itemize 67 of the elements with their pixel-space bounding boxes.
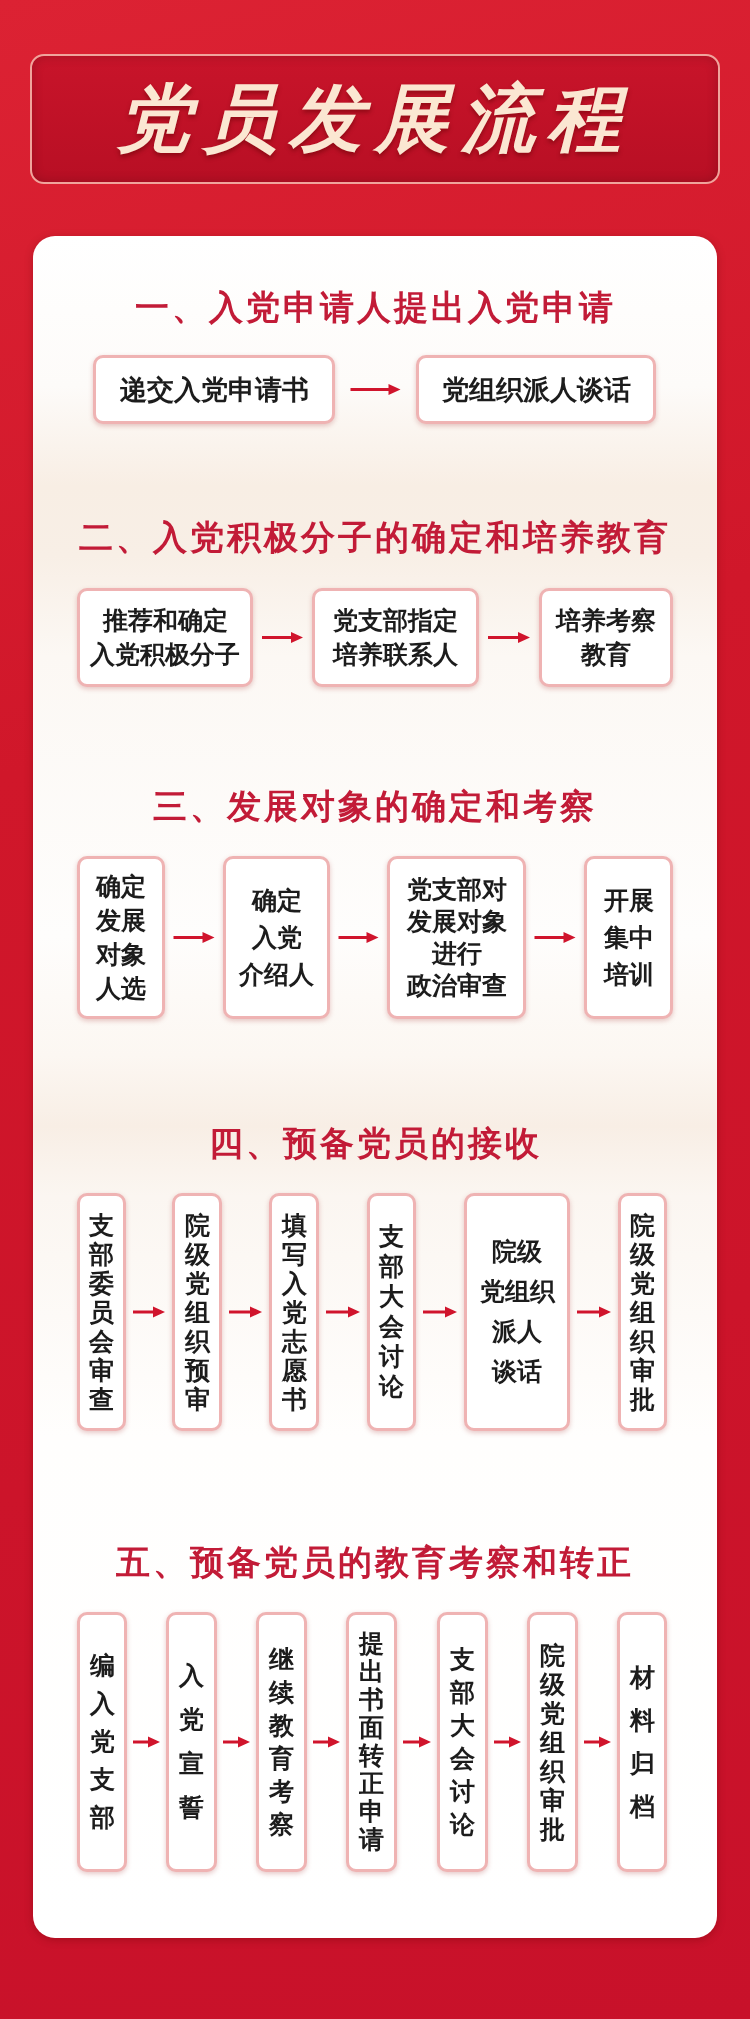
step-text: 党组织派人谈话	[441, 372, 631, 407]
arrow	[313, 1736, 340, 1748]
arrow	[534, 932, 576, 943]
section-heading: 二、入党积极分子的确定和培养教育	[79, 517, 671, 557]
step-text: 支部委员会审查	[89, 1210, 114, 1414]
step-text: 继续教育考察	[269, 1644, 294, 1841]
step-text: 入党宣誓	[179, 1660, 204, 1824]
step-box	[77, 856, 165, 1019]
step-box	[367, 1193, 416, 1431]
step-text: 院级党组织审批	[630, 1210, 655, 1414]
step-box	[437, 1612, 488, 1872]
step-box	[539, 588, 673, 687]
step-text: 填写入党志愿书	[281, 1210, 307, 1414]
step-box	[464, 1193, 570, 1431]
step-text: 培养考察教育	[556, 604, 656, 671]
step-box	[223, 856, 330, 1019]
arrow	[338, 932, 379, 943]
step-text: 确定发展对象人选	[96, 870, 146, 1005]
arrow	[494, 1736, 521, 1748]
arrow	[488, 632, 530, 643]
step-box	[346, 1612, 397, 1872]
step-text: 院级党组织预审	[184, 1210, 210, 1414]
step-text: 推荐和确定入党积极分子	[90, 604, 240, 671]
step-text: 提出书面转正申请	[359, 1630, 384, 1854]
arrow	[133, 1306, 165, 1318]
step-box	[166, 1612, 217, 1872]
arrow	[584, 1736, 611, 1748]
step-box	[77, 1193, 126, 1431]
step-text: 院级党组织审批	[540, 1640, 565, 1844]
arrow	[173, 932, 215, 943]
arrow	[423, 1306, 457, 1318]
step-box	[172, 1193, 222, 1431]
step-text: 院级党组织派人谈话	[479, 1236, 555, 1388]
step-box	[312, 588, 479, 687]
step-box	[256, 1612, 307, 1872]
step-box	[77, 588, 253, 687]
arrow	[133, 1736, 160, 1748]
step-text: 确定入党介绍人	[239, 885, 314, 991]
step-text: 递交入党申请书	[119, 372, 309, 407]
arrow	[577, 1306, 611, 1318]
section-heading: 三、发展对象的确定和考察	[153, 786, 597, 826]
arrow	[262, 632, 303, 643]
step-text: 开展集中培训	[603, 885, 654, 991]
step-box	[527, 1612, 578, 1872]
step-box	[618, 1193, 667, 1431]
section-heading: 五、预备党员的教育考察和转正	[116, 1542, 634, 1582]
step-text: 支部大会讨论	[450, 1644, 475, 1841]
step-text: 材料归档	[629, 1662, 655, 1823]
step-box	[584, 856, 673, 1019]
step-text: 支部大会讨论	[379, 1222, 404, 1402]
arrow	[223, 1736, 250, 1748]
step-text: 党支部对发展对象进行政治审查	[406, 873, 507, 1002]
arrow	[350, 384, 401, 395]
step-box	[617, 1612, 667, 1872]
step-text: 编入党支部	[89, 1650, 115, 1834]
step-box	[77, 1612, 127, 1872]
step-text: 党支部指定培养联系人	[333, 604, 458, 671]
step-box	[387, 856, 526, 1019]
section-heading: 一、入党申请人提出入党申请	[134, 287, 616, 327]
section-heading: 四、预备党员的接收	[208, 1123, 542, 1163]
arrow	[326, 1306, 360, 1318]
step-box	[269, 1193, 319, 1431]
step-box	[93, 355, 335, 424]
title: 党员发展流程	[117, 80, 633, 158]
step-box	[416, 355, 656, 424]
arrow	[229, 1306, 262, 1318]
arrow	[403, 1736, 431, 1748]
